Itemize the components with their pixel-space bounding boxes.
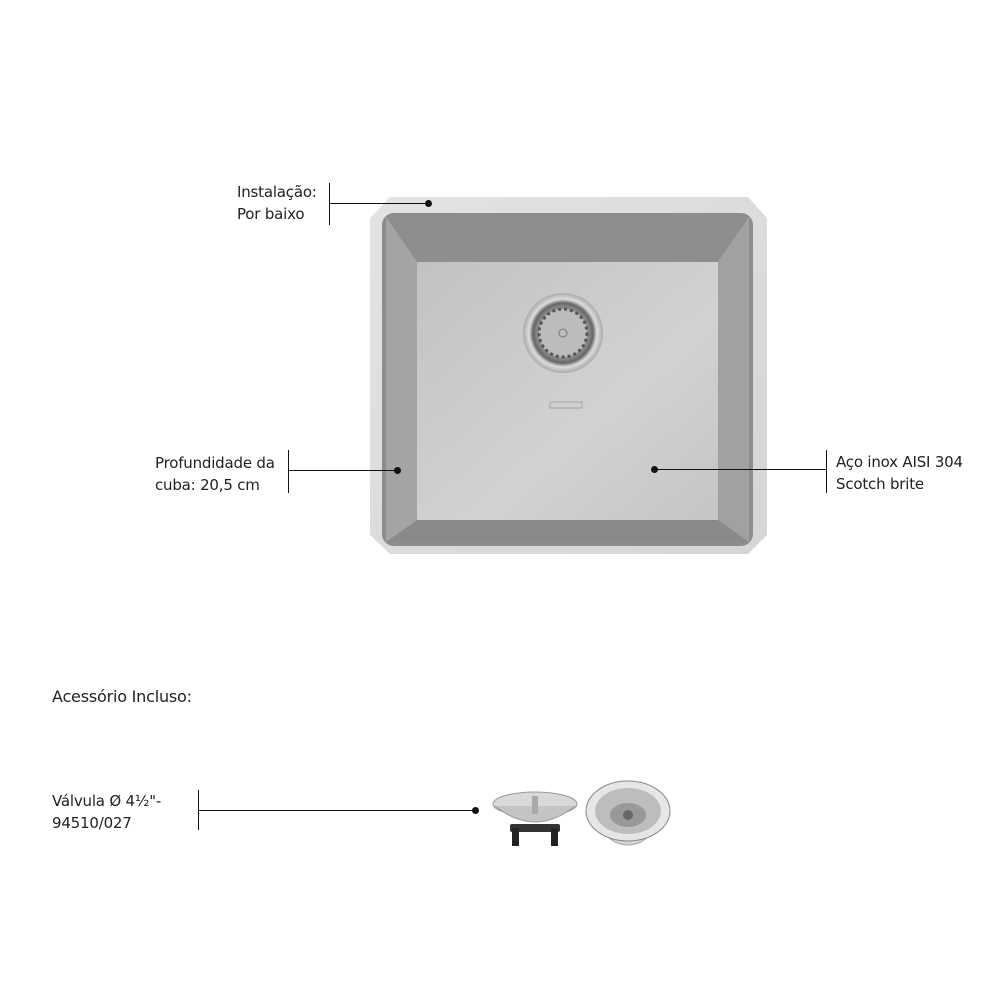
valve-line1: Válvula Ø 4½"- [52,792,162,810]
installation-label: Instalação: Por baixo [237,181,317,225]
valve-body-image [585,780,671,846]
depth-line2: cuba: 20,5 cm [155,476,260,494]
strainer-basket-image [492,791,578,846]
callout-bar [288,450,289,493]
callout-line [198,810,474,811]
callout-line [288,470,396,471]
callout-line [329,203,427,204]
depth-line1: Profundidade da [155,454,275,472]
callout-dot [472,807,479,814]
valve-line2: 94510/027 [52,814,132,832]
installation-line2: Por baixo [237,205,305,223]
callout-dot [394,467,401,474]
callout-bar [329,183,330,225]
brand-logo [549,401,583,409]
depth-label: Profundidade da cuba: 20,5 cm [155,452,275,496]
material-line2: Scotch brite [836,475,924,493]
material-label: Aço inox AISI 304 Scotch brite [836,451,963,495]
callout-dot [425,200,432,207]
valve-label: Válvula Ø 4½"- 94510/027 [52,790,161,834]
material-line1: Aço inox AISI 304 [836,453,963,471]
sink-image [370,197,767,554]
callout-line [654,469,826,470]
installation-line1: Instalação: [237,183,317,201]
accessories-heading: Acessório Incluso: [52,687,192,706]
callout-bar [826,450,827,493]
